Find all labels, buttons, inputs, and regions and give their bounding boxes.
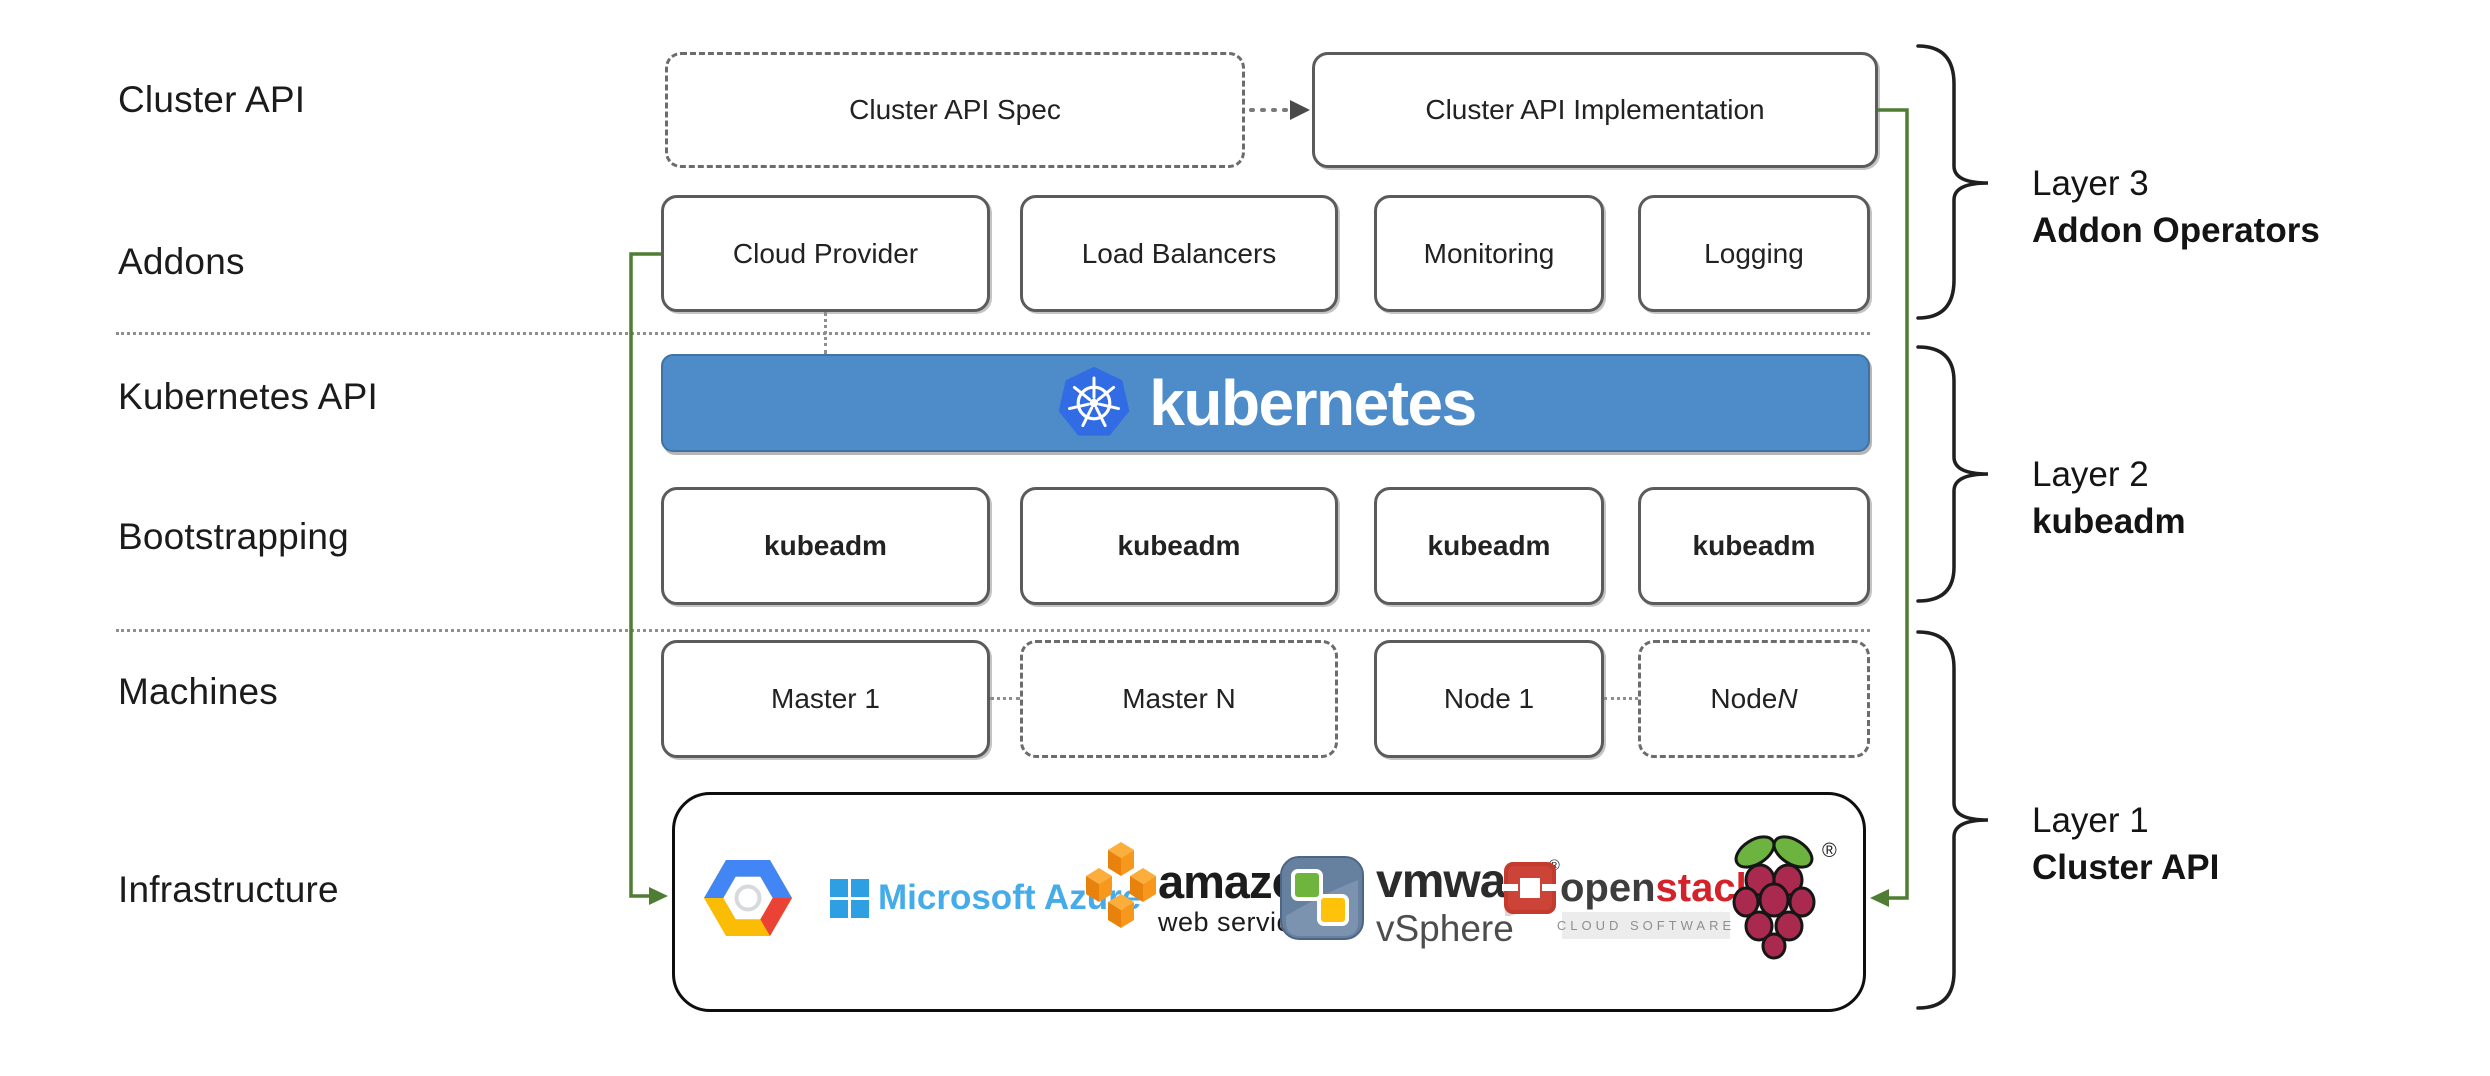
box-master-n: Master N: [1020, 640, 1338, 758]
row-label-cluster-api: Cluster API: [118, 79, 306, 120]
aws-cubes-icon: [1086, 842, 1156, 928]
box-cluster-api-implementation: Cluster API Implementation: [1312, 52, 1878, 168]
box-node-n: Node N: [1638, 640, 1870, 758]
row-label-addons: Addons: [118, 241, 245, 282]
row-label-infrastructure: Infrastructure: [118, 869, 339, 910]
layer-2-title: Layer 2: [2032, 455, 2149, 494]
box-node-1: Node 1: [1374, 640, 1604, 758]
box-master-1: Master 1: [661, 640, 990, 758]
row-label-machines: Machines: [118, 671, 278, 712]
box-load-balancers: Load Balancers: [1020, 195, 1338, 312]
layer-3-title: Layer 3: [2032, 164, 2149, 203]
box-kubeadm-1: kubeadm: [661, 487, 990, 605]
layer-2-subtitle: kubeadm: [2032, 502, 2186, 541]
box-kubeadm-2: kubeadm: [1020, 487, 1338, 605]
layer-1-bracket: [1916, 630, 1989, 1010]
row-label-bootstrapping: Bootstrapping: [118, 516, 349, 557]
openstack-cloud-software-text: CLOUD SOFTWARE: [1557, 912, 1731, 939]
box-kubeadm-3: kubeadm: [1374, 487, 1604, 605]
layer-1-label: Layer 1 Cluster API: [2032, 797, 2219, 891]
dotted-separator-1: [116, 332, 1870, 335]
infrastructure-box: [672, 792, 1866, 1012]
cloud-provider-kubernetes-connector: [824, 312, 827, 354]
box-kubeadm-4: kubeadm: [1638, 487, 1870, 605]
kubernetes-wordmark: kubernetes: [1149, 367, 1477, 439]
layer-1-subtitle: Cluster API: [2032, 848, 2220, 887]
kubernetes-banner: kubernetes: [661, 354, 1870, 452]
kubernetes-logo-icon: [1058, 366, 1130, 436]
green-arrow-right: [1870, 108, 1909, 907]
dotted-separator-2: [116, 629, 1870, 632]
openstack-icon: [1502, 862, 1558, 916]
box-logging: Logging: [1638, 195, 1870, 312]
master-connector: [990, 697, 1020, 700]
row-label-kubernetes-api: Kubernetes API: [118, 376, 378, 417]
node-connector: [1604, 697, 1638, 700]
node-n-label-n: N: [1777, 683, 1798, 714]
box-cluster-api-spec: Cluster API Spec: [665, 52, 1245, 168]
raspberry-pi-registered-mark: ®: [1822, 840, 1837, 862]
vsphere-text: vSphere: [1376, 908, 1514, 949]
raspberry-pi-icon: [1732, 835, 1816, 960]
microsoft-flag-icon: [830, 879, 869, 918]
google-cloud-icon: [704, 860, 792, 936]
vmware-vsphere-icon: [1280, 856, 1364, 940]
spec-to-implementation-arrow: [1249, 100, 1310, 120]
openstack-open-text: open: [1560, 866, 1656, 910]
layer-3-subtitle: Addon Operators: [2032, 211, 2320, 250]
layer-3-bracket: [1916, 44, 1989, 320]
box-monitoring: Monitoring: [1374, 195, 1604, 312]
layer-2-label: Layer 2 kubeadm: [2032, 451, 2186, 545]
layer-2-bracket: [1916, 345, 1989, 603]
box-cloud-provider: Cloud Provider: [661, 195, 990, 312]
node-n-label-prefix: Node: [1710, 683, 1778, 714]
vmware-registered-mark: ®: [1548, 857, 1560, 874]
layer-1-title: Layer 1: [2032, 801, 2149, 840]
layer-3-label: Layer 3 Addon Operators: [2032, 160, 2320, 254]
